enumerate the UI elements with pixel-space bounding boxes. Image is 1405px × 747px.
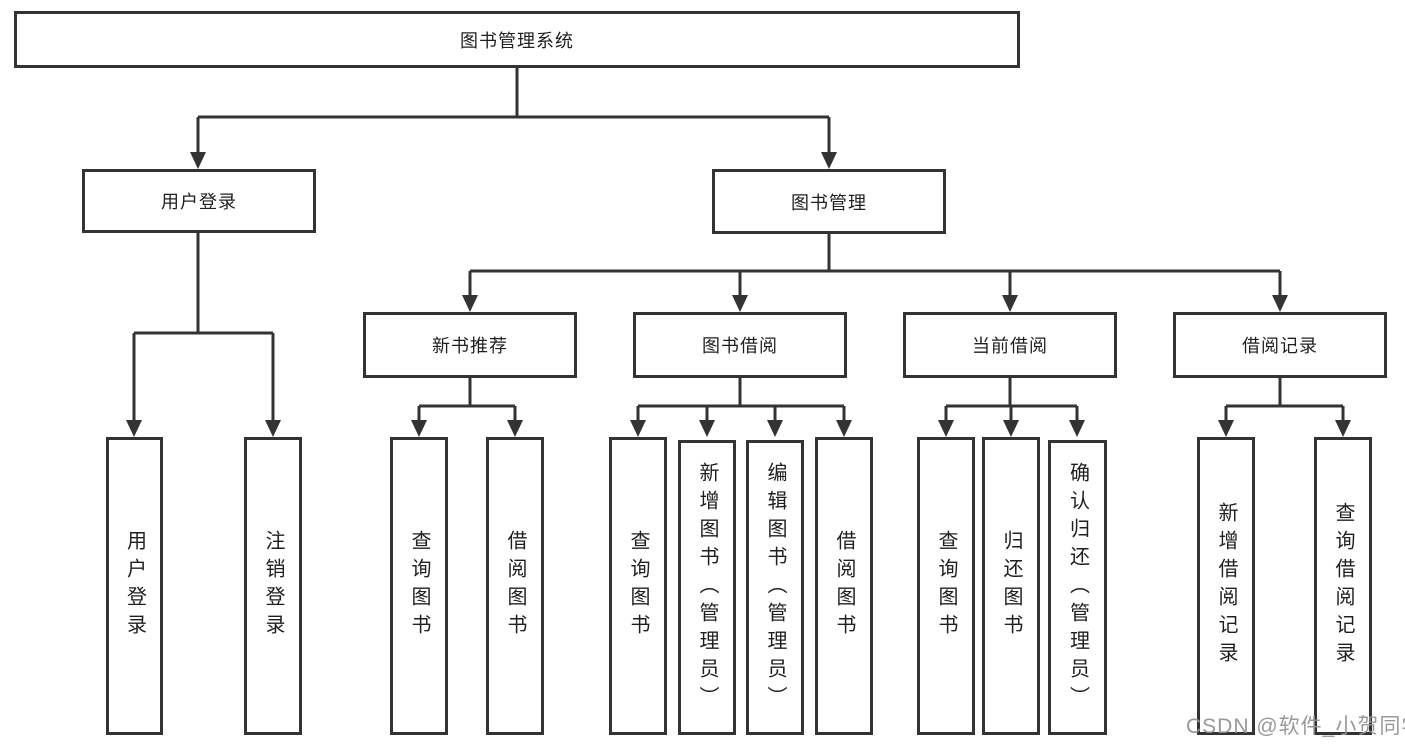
leaf-query-book-1: 查询图书 — [390, 437, 448, 735]
arrow-down-icon — [1218, 420, 1234, 437]
leaf-confirm-return-admin: 确认归还（管理员） — [1048, 440, 1107, 735]
leaf-query-borrow-record-label: 查询借阅记录 — [1332, 502, 1354, 670]
node-borrow-records: 借阅记录 — [1173, 312, 1387, 378]
connector-newbook-to-leaves — [417, 378, 517, 424]
leaf-return-book-label: 归还图书 — [1000, 530, 1022, 642]
leaf-borrow-book-2-label: 借阅图书 — [833, 530, 855, 642]
arrow-down-icon — [411, 420, 427, 437]
leaf-return-book: 归还图书 — [982, 437, 1040, 735]
arrow-down-icon — [938, 420, 954, 437]
arrow-down-icon — [767, 420, 783, 437]
node-book-management-label: 图书管理 — [791, 192, 867, 213]
node-new-book-recommend-label: 新书推荐 — [432, 336, 508, 356]
leaf-edit-book-admin: 编辑图书（管理员） — [746, 440, 804, 735]
leaf-query-book-3-label: 查询图书 — [935, 530, 957, 642]
arrow-down-icon — [190, 152, 206, 169]
node-borrow-records-label: 借阅记录 — [1242, 336, 1318, 356]
leaf-query-book-2: 查询图书 — [609, 437, 667, 735]
connector-bookmgmt-to-level3 — [468, 234, 1282, 299]
arrow-down-icon — [1002, 295, 1018, 312]
arrow-down-icon — [1335, 420, 1351, 437]
leaf-confirm-return-admin-label: 确认归还（管理员） — [1066, 461, 1089, 714]
leaf-user-login-label: 用户登录 — [123, 530, 146, 642]
node-book-management: 图书管理 — [712, 169, 946, 234]
arrow-down-icon — [732, 295, 748, 312]
connector-borrow-to-leaves — [636, 378, 846, 424]
node-root: 图书管理系统 — [14, 11, 1020, 68]
leaf-add-borrow-record-label: 新增借阅记录 — [1215, 502, 1237, 670]
leaf-borrow-book-2: 借阅图书 — [815, 437, 873, 735]
leaf-add-book-admin-label: 新增图书（管理员） — [696, 461, 718, 714]
node-root-label: 图书管理系统 — [460, 30, 574, 51]
arrow-down-icon — [265, 420, 281, 437]
leaf-logout-label: 注销登录 — [262, 530, 284, 642]
leaf-add-borrow-record: 新增借阅记录 — [1197, 437, 1255, 735]
csdn-watermark: CSDN @软件_小贺同学 — [1186, 715, 1405, 738]
node-current-borrow: 当前借阅 — [903, 312, 1117, 378]
node-user-login-label: 用户登录 — [161, 192, 237, 212]
node-book-borrow: 图书借阅 — [633, 312, 847, 378]
arrow-down-icon — [462, 295, 478, 312]
arrow-down-icon — [126, 420, 142, 437]
leaf-query-borrow-record: 查询借阅记录 — [1314, 437, 1372, 735]
arrow-down-icon — [821, 152, 837, 169]
leaf-edit-book-admin-label: 编辑图书（管理员） — [764, 461, 786, 714]
arrow-down-icon — [836, 420, 852, 437]
arrowheads — [126, 152, 1351, 437]
leaf-logout: 注销登录 — [244, 437, 302, 735]
node-new-book-recommend: 新书推荐 — [363, 312, 577, 378]
leaf-user-login: 用户登录 — [106, 437, 163, 735]
leaf-query-book-3: 查询图书 — [917, 437, 975, 735]
arrow-down-icon — [1069, 420, 1085, 437]
leaf-add-book-admin: 新增图书（管理员） — [678, 440, 736, 735]
arrow-down-icon — [507, 420, 523, 437]
arrow-down-icon — [699, 420, 715, 437]
node-user-login: 用户登录 — [82, 169, 316, 233]
leaf-borrow-book-1-label: 借阅图书 — [504, 530, 526, 642]
connector-records-to-leaves — [1224, 378, 1345, 424]
node-book-borrow-label: 图书借阅 — [702, 336, 778, 356]
arrow-down-icon — [1003, 420, 1019, 437]
arrow-down-icon — [630, 420, 646, 437]
connector-userlogin-to-leaves — [132, 233, 275, 424]
connector-root-to-level2 — [196, 68, 831, 156]
leaf-query-book-2-label: 查询图书 — [627, 530, 649, 642]
connector-current-to-leaves — [944, 378, 1079, 424]
arrow-down-icon — [1272, 295, 1288, 312]
leaf-query-book-1-label: 查询图书 — [408, 530, 430, 642]
leaf-borrow-book-1: 借阅图书 — [486, 437, 544, 735]
node-current-borrow-label: 当前借阅 — [972, 336, 1048, 356]
